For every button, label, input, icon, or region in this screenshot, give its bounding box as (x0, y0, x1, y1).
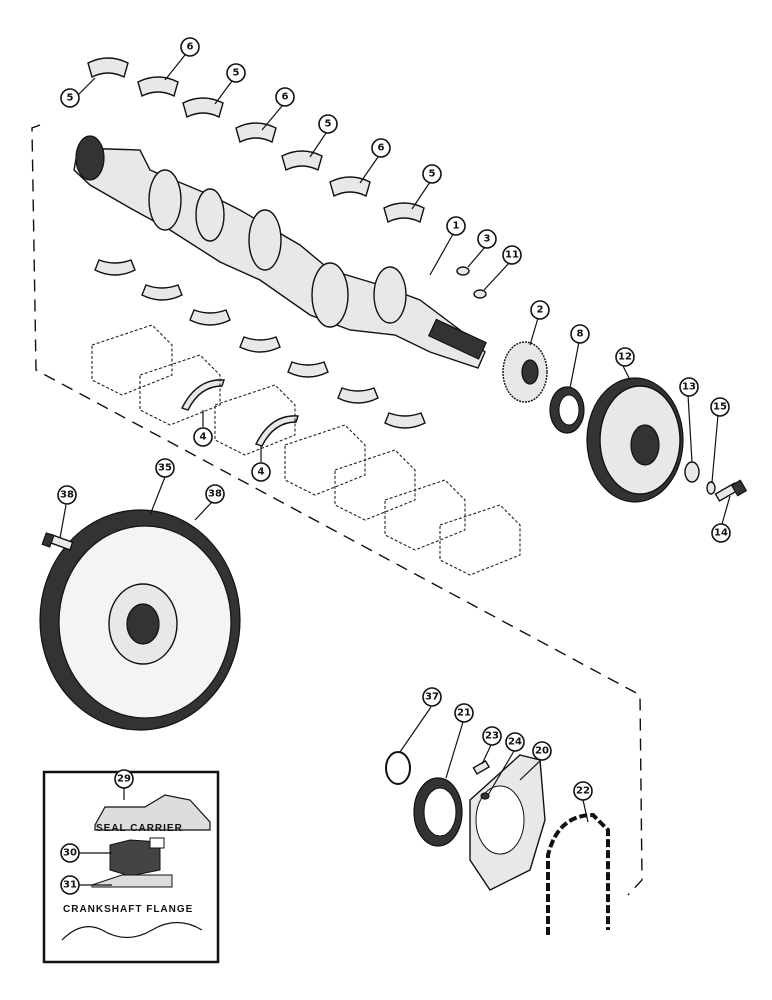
rear-carrier-washer (480, 792, 490, 800)
callout: 8 (570, 324, 590, 344)
lock-washer (706, 481, 716, 495)
svg-text:15: 15 (713, 402, 727, 413)
thrust-washer (255, 415, 299, 447)
svg-text:35: 35 (158, 463, 172, 474)
svg-text:23: 23 (485, 731, 499, 742)
svg-text:6: 6 (282, 92, 289, 103)
leader-lines (59, 54, 731, 886)
callout: 24 (505, 732, 525, 752)
svg-text:5: 5 (429, 169, 436, 180)
crankshaft-pulley (586, 377, 684, 503)
callout: 2 (530, 300, 550, 320)
callout: 38 (57, 485, 77, 505)
assembly-dashed-outline (31, 124, 643, 896)
svg-text:20: 20 (535, 746, 549, 757)
callout: 23 (482, 726, 502, 746)
svg-text:24: 24 (508, 737, 522, 748)
callout: 1 (446, 216, 466, 236)
svg-text:4: 4 (200, 432, 207, 443)
rear-seal (413, 777, 463, 847)
callout: 12 (615, 347, 635, 367)
main-bearing-caps (91, 324, 521, 576)
key (473, 289, 487, 299)
svg-text:3: 3 (484, 234, 491, 245)
callout: 20 (532, 741, 552, 761)
svg-text:4: 4 (258, 467, 265, 478)
svg-text:22: 22 (576, 786, 590, 797)
seal-carrier-label: SEAL CARRIER (96, 823, 183, 834)
svg-text:21: 21 (457, 708, 471, 719)
callout: 6 (275, 87, 295, 107)
svg-text:30: 30 (63, 848, 77, 859)
svg-text:6: 6 (378, 143, 385, 154)
crankshaft (73, 135, 487, 369)
callout: 5 (60, 88, 80, 108)
svg-text:5: 5 (67, 93, 74, 104)
svg-text:29: 29 (117, 774, 131, 785)
callout: 37 (422, 687, 442, 707)
callout: 35 (155, 458, 175, 478)
svg-text:8: 8 (577, 329, 584, 340)
crankshaft-gear (502, 341, 548, 403)
svg-text:12: 12 (618, 352, 632, 363)
svg-text:11: 11 (505, 250, 519, 261)
dowel (456, 266, 470, 276)
svg-text:5: 5 (325, 119, 332, 130)
callout: 29 (114, 769, 134, 789)
callout: 21 (454, 703, 474, 723)
svg-text:2: 2 (537, 305, 544, 316)
callout: 38 (205, 484, 225, 504)
svg-text:13: 13 (682, 382, 696, 393)
svg-text:1: 1 (453, 221, 460, 232)
flywheel (39, 509, 241, 731)
callout: 11 (502, 245, 522, 265)
upper-bearing-shells (87, 57, 425, 224)
svg-text:38: 38 (208, 489, 222, 500)
callout: 6 (371, 138, 391, 158)
callout: 4 (251, 462, 271, 482)
svg-text:37: 37 (425, 692, 439, 703)
rear-carrier-bolt (472, 759, 491, 775)
callout: 6 (180, 37, 200, 57)
front-seal (549, 386, 585, 434)
thrust-washer (181, 379, 225, 411)
callout: 31 (60, 875, 80, 895)
svg-text:31: 31 (63, 880, 77, 891)
callout: 3 (477, 229, 497, 249)
crankshaft-flange-label: CRANKSHAFT FLANGE (63, 904, 193, 915)
washer (684, 461, 700, 483)
lower-bearing-shells (94, 259, 426, 429)
callout: 15 (710, 397, 730, 417)
svg-text:5: 5 (233, 68, 240, 79)
rear-gasket (546, 812, 610, 935)
svg-text:38: 38 (60, 490, 74, 501)
o-ring (385, 751, 411, 785)
seal-installation-inset: SEAL CARRIER CRANKSHAFT FLANGE (42, 770, 220, 964)
callout: 14 (711, 523, 731, 543)
callout: 30 (60, 843, 80, 863)
rear-seal-carrier-bore (475, 785, 525, 855)
callout: 22 (573, 781, 593, 801)
callout: 13 (679, 377, 699, 397)
svg-text:6: 6 (187, 42, 194, 53)
callout: 4 (193, 427, 213, 447)
callout: 5 (318, 114, 338, 134)
pulley-bolt (714, 479, 748, 502)
flywheel-bolt (41, 532, 74, 551)
svg-text:14: 14 (714, 528, 728, 539)
callout: 5 (422, 164, 442, 184)
callout: 5 (226, 63, 246, 83)
